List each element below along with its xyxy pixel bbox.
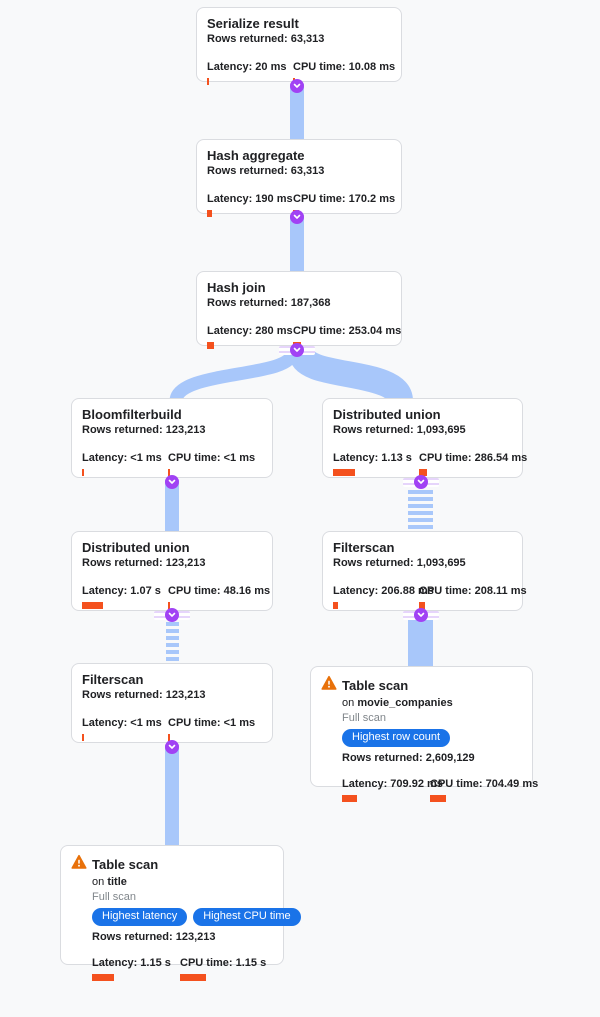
cpu-time-bar	[168, 734, 170, 741]
node-title: Filterscan	[333, 540, 395, 555]
collapse-toggle-serialize[interactable]	[290, 79, 304, 93]
cpu-time-label: CPU time: 704.49 ms	[430, 778, 539, 790]
node-title: Hash join	[207, 280, 266, 295]
latency-bar	[82, 734, 84, 741]
rows-returned: Rows returned: 2,609,129	[342, 752, 475, 764]
node-title: Distributed union	[82, 540, 190, 555]
table-name: movie_companies	[357, 697, 453, 709]
node-title: Hash aggregate	[207, 148, 305, 163]
latency-label: Latency: <1 ms	[82, 452, 162, 464]
latency-label: Latency: 1.13 s	[333, 452, 412, 464]
latency-label: Latency: 1.07 s	[82, 585, 161, 597]
plan-node-filterscan-left[interactable]: Filterscan Rows returned: 123,213 Latenc…	[71, 663, 273, 743]
plan-node-table-scan-title[interactable]: Table scan on title Full scan Highest la…	[60, 845, 301, 981]
cpu-time-bar	[419, 602, 425, 609]
latency-label: Latency: 280 ms	[207, 325, 293, 337]
edge-hashaggregate-hashjoin	[290, 215, 304, 273]
latency-bar	[82, 602, 103, 609]
on-label: on	[92, 876, 105, 888]
cpu-time-label: CPU time: 1.15 s	[180, 957, 267, 969]
edge-serialize-hashaggregate	[290, 84, 304, 140]
scan-type: Full scan	[342, 712, 387, 724]
edge-fsright-tsright	[408, 613, 433, 667]
warning-icon	[71, 854, 87, 875]
collapse-toggle-hash-join[interactable]	[290, 343, 304, 357]
plan-node-bloomfilterbuild[interactable]: Bloomfilterbuild Rows returned: 123,213 …	[71, 398, 273, 478]
highest-row-count-badge: Highest row count	[342, 729, 451, 747]
cpu-time-label: CPU time: <1 ms	[168, 452, 256, 464]
latency-label: Latency: 190 ms	[207, 193, 293, 205]
edge-duright-fsright	[408, 483, 433, 532]
collapse-toggle-filterscan-left[interactable]	[165, 740, 179, 754]
highest-latency-badge: Highest latency	[92, 908, 188, 926]
latency-bar	[207, 210, 212, 217]
rows-returned: Rows returned: 123,213	[82, 689, 206, 701]
cpu-time-bar	[180, 974, 206, 981]
rows-returned: Rows returned: 123,213	[82, 557, 206, 569]
plan-node-hash-aggregate[interactable]: Hash aggregate Rows returned: 63,313 Lat…	[196, 139, 402, 217]
warning-icon	[321, 675, 337, 696]
on-label: on	[342, 697, 355, 709]
latency-label: Latency: 1.15 s	[92, 957, 171, 969]
latency-label: Latency: 709.92 ms	[342, 778, 443, 790]
rows-returned: Rows returned: 63,313	[207, 33, 325, 45]
rows-returned: Rows returned: 123,213	[92, 931, 216, 943]
latency-label: Latency: 206.88 ms	[333, 585, 434, 597]
scan-type: Full scan	[92, 891, 137, 903]
cpu-time-bar	[419, 469, 427, 476]
node-title: Filterscan	[82, 672, 144, 687]
collapse-toggle-bloomfilterbuild[interactable]	[165, 475, 179, 489]
rows-returned: Rows returned: 63,313	[207, 165, 325, 177]
plan-node-table-scan-movie-companies[interactable]: Table scan on movie_companies Full scan …	[310, 666, 538, 802]
node-title: Table scan	[92, 857, 159, 872]
cpu-time-bar	[430, 795, 446, 802]
collapse-toggle-distributed-union-left[interactable]	[165, 608, 179, 622]
cpu-time-label: CPU time: 48.16 ms	[168, 585, 271, 597]
latency-bar	[333, 469, 355, 476]
latency-bar	[92, 974, 114, 981]
rows-returned: Rows returned: 1,093,695	[333, 557, 466, 569]
plan-node-distributed-union-left[interactable]: Distributed union Rows returned: 123,213…	[71, 531, 273, 611]
cpu-time-label: CPU time: 286.54 ms	[419, 452, 528, 464]
collapse-toggle-filterscan-right[interactable]	[414, 608, 428, 622]
cpu-time-bar	[168, 602, 170, 609]
latency-bar	[342, 795, 357, 802]
cpu-time-label: CPU time: 170.2 ms	[293, 193, 396, 205]
node-title: Table scan	[342, 678, 409, 693]
edge-fsleft-tsleft	[165, 745, 179, 846]
rows-returned: Rows returned: 187,368	[207, 297, 331, 309]
cpu-time-label: CPU time: 253.04 ms	[293, 325, 402, 337]
plan-node-hash-join[interactable]: Hash join Rows returned: 187,368 Latency…	[196, 271, 402, 349]
edge-bloomfilter-duleft	[165, 480, 179, 532]
latency-label: Latency: 20 ms	[207, 61, 287, 73]
plan-node-filterscan-right[interactable]: Filterscan Rows returned: 1,093,695 Late…	[322, 531, 527, 611]
edge-hashjoin-duright	[289, 349, 413, 404]
cpu-time-label: CPU time: <1 ms	[168, 717, 256, 729]
highest-cpu-time-badge: Highest CPU time	[193, 908, 301, 926]
node-title: Distributed union	[333, 407, 441, 422]
latency-bar	[207, 342, 214, 349]
collapse-toggle-distributed-union-right[interactable]	[414, 475, 428, 489]
cpu-time-label: CPU time: 208.11 ms	[419, 585, 527, 597]
node-title: Serialize result	[207, 16, 299, 31]
rows-returned: Rows returned: 1,093,695	[333, 424, 466, 436]
node-title: Bloomfilterbuild	[82, 407, 182, 422]
latency-bar	[82, 469, 84, 476]
table-name: title	[107, 876, 127, 888]
latency-label: Latency: <1 ms	[82, 717, 162, 729]
cpu-time-label: CPU time: 10.08 ms	[293, 61, 396, 73]
latency-bar	[333, 602, 338, 609]
cpu-time-bar	[168, 469, 170, 476]
edge-duleft-fsleft	[166, 615, 179, 664]
latency-bar	[207, 78, 209, 85]
collapse-toggle-hash-aggregate[interactable]	[290, 210, 304, 224]
rows-returned: Rows returned: 123,213	[82, 424, 206, 436]
plan-node-serialize-result[interactable]: Serialize result Rows returned: 63,313 L…	[196, 7, 402, 85]
plan-node-distributed-union-right[interactable]: Distributed union Rows returned: 1,093,6…	[322, 398, 527, 478]
edge-hashjoin-bloomfilter	[169, 350, 299, 403]
